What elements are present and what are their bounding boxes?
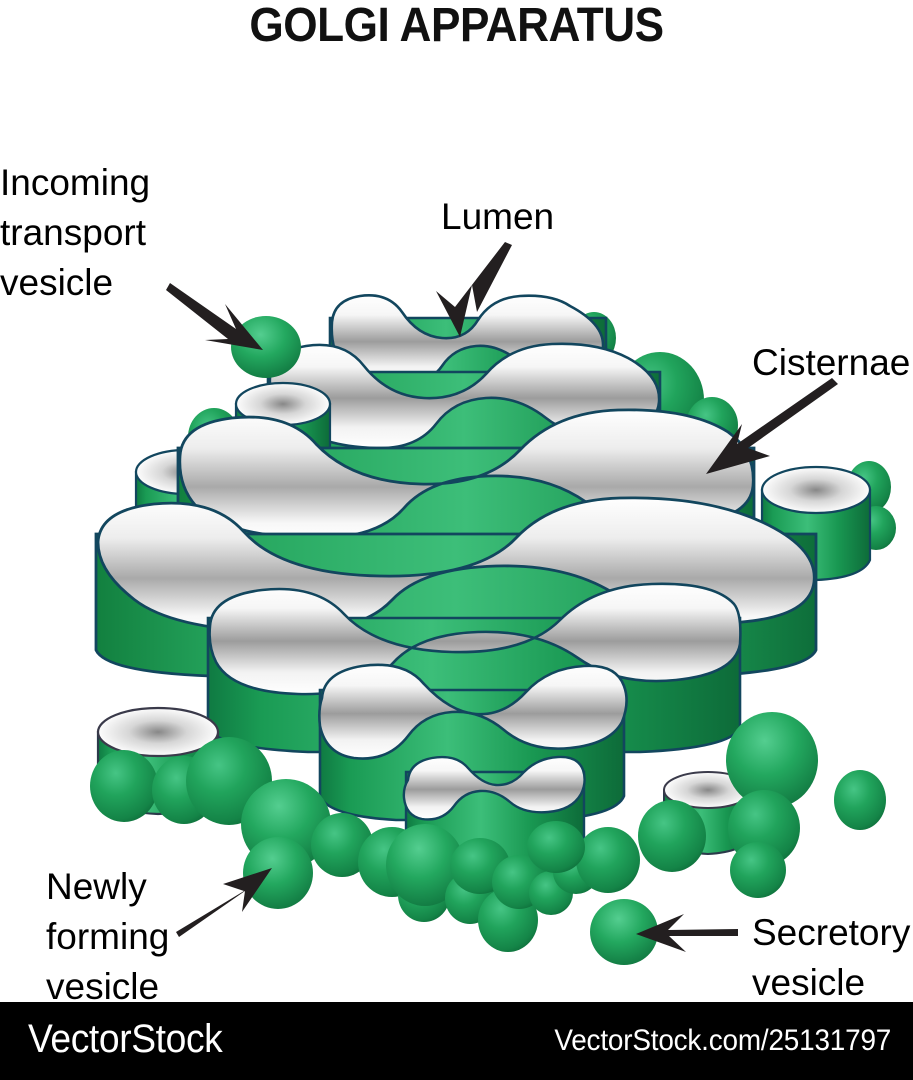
arrow-cisternae: [706, 378, 838, 474]
arrow-newly: [176, 868, 272, 937]
page-title: GOLGI APPARATUS: [249, 0, 664, 52]
callout-arrows: [166, 242, 838, 952]
label-lumen: Lumen: [441, 196, 555, 237]
label-cisternae: Cisternae: [752, 342, 911, 383]
newly-forming-vesicle-cluster: [186, 737, 640, 952]
label-incoming-transport-vesicle: Incoming transport vesicle: [0, 162, 151, 303]
vectorstock-url: VectorStock.com/25131797: [554, 1024, 891, 1057]
arrow-lumen: [436, 242, 512, 337]
secretory-vesicle: [590, 899, 658, 965]
arrow-incoming: [166, 283, 263, 350]
label-newly-forming-vesicle: Newly forming vesicle: [46, 866, 170, 1007]
incoming-transport-vesicle: [231, 316, 301, 378]
vectorstock-brand: VectorStock: [28, 1017, 223, 1061]
arrow-secretory: [636, 914, 738, 952]
watermark-footer-bar: VectorStock VectorStock.com/25131797: [0, 1002, 913, 1080]
label-secretory-vesicle: Secretory vesicle: [752, 912, 911, 1003]
